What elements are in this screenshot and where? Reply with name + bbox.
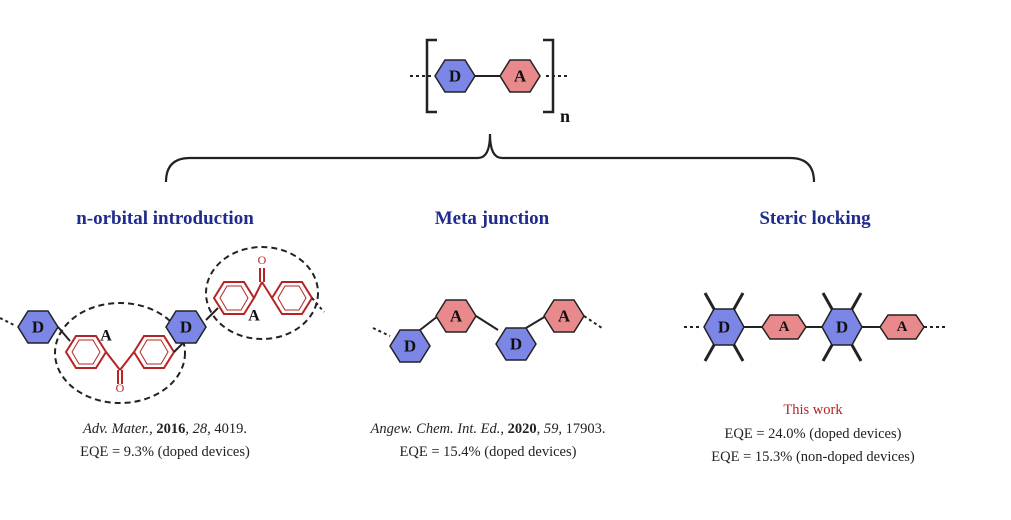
acceptor-label: A (100, 328, 112, 345)
donor-hexagon (495, 327, 537, 361)
caption-n-orbital: Adv. Mater., 2016, 28, 4019. EQE = 9.3% … (80, 421, 250, 460)
bond (525, 315, 547, 329)
heading-meta-junction: Meta junction (435, 208, 550, 229)
eqe-value: EQE = 15.3% (non-doped devices) (711, 449, 915, 465)
acceptor-highlight-circle (205, 246, 319, 340)
chain-dash (311, 297, 325, 313)
acceptor-label: A (450, 307, 463, 326)
heading-n-orbital: n-orbital introduction (76, 208, 254, 229)
acceptor-highlight-circle (54, 302, 186, 404)
donor-label: D (180, 318, 192, 337)
structure-steric-locking: D A D A (684, 292, 946, 362)
acceptor-label: A (514, 67, 527, 86)
carbonyl-oxygen: O (258, 253, 267, 267)
bond (57, 326, 71, 342)
heading-steric-locking: Steric locking (759, 208, 871, 229)
eqe-value: EQE = 24.0% (doped devices) (725, 426, 902, 442)
donor-hexagon (389, 329, 431, 363)
donor-label: D (449, 67, 461, 86)
caption-meta-junction: Angew. Chem. Int. Ed., 2020, 59, 17903. … (370, 421, 606, 460)
polymer-repeat-unit: D A n (410, 38, 570, 126)
structure-n-orbital: D O A D O (0, 246, 325, 404)
donor-label: D (836, 318, 848, 337)
acceptor-label: A (558, 307, 571, 326)
bond (419, 315, 439, 331)
bracket-left (425, 38, 437, 114)
reference-citation: Adv. Mater., 2016, 28, 4019. (82, 421, 247, 437)
reference-citation: Angew. Chem. Int. Ed., 2020, 59, 17903. (370, 421, 606, 437)
eqe-value: EQE = 15.4% (doped devices) (400, 444, 577, 460)
subscript-n: n (560, 106, 570, 126)
bond (475, 315, 499, 331)
chain-dash (583, 315, 603, 329)
benzophenone-acceptor-1 (64, 335, 176, 384)
acceptor-label: A (779, 319, 790, 335)
donor-label: D (404, 337, 416, 356)
structure-meta-junction: D A D A (372, 299, 603, 363)
acceptor-hexagon (499, 59, 541, 93)
eqe-value: EQE = 9.3% (doped devices) (80, 444, 250, 460)
donor-hexagon (165, 310, 207, 344)
methyl-groups (821, 292, 863, 362)
donor-label: D (510, 335, 522, 354)
chain-dash (372, 327, 391, 337)
methyl-groups (703, 292, 745, 362)
chain-dash (0, 317, 17, 327)
caption-steric-locking: This work EQE = 24.0% (doped devices) EQ… (711, 402, 915, 465)
acceptor-label: A (897, 319, 908, 335)
bond (205, 307, 219, 321)
carbonyl-oxygen: O (116, 381, 125, 395)
donor-label: D (32, 318, 44, 337)
branch-brace (164, 133, 816, 183)
acceptor-label: A (248, 308, 260, 325)
this-work-label: This work (783, 402, 843, 418)
benzophenone-acceptor-2 (212, 268, 314, 315)
donor-label: D (718, 318, 730, 337)
